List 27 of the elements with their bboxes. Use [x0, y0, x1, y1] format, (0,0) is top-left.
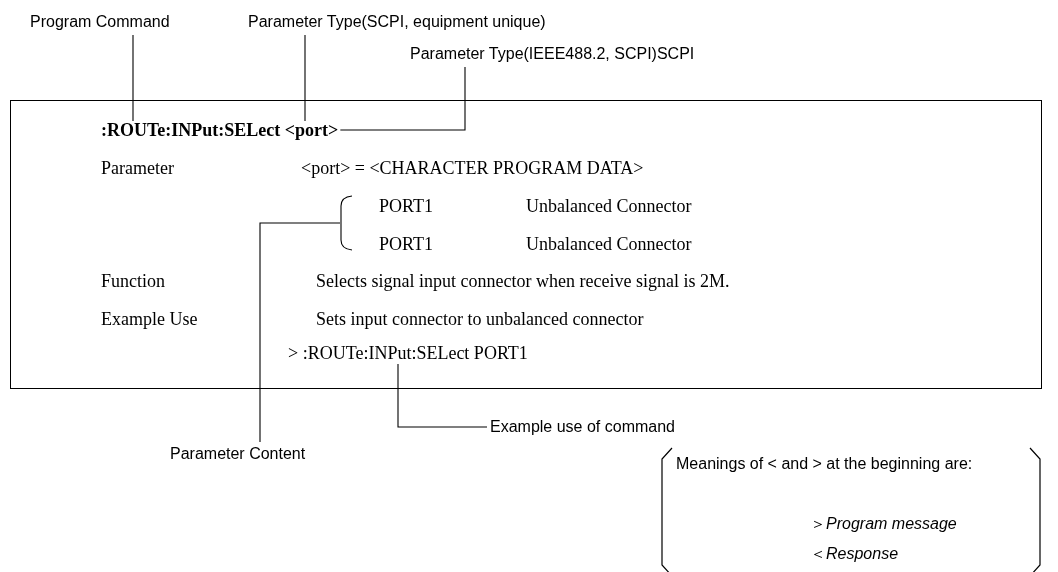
leader-line [304, 34, 306, 122]
description-text: Sets input connector to unbalanced connector [316, 308, 644, 330]
example-command: > :ROUTe:INPut:SELect PORT1 [288, 342, 528, 364]
parameter-value: <port> = <CHARACTER PROGRAM DATA> [301, 157, 644, 179]
row-heading: Parameter [101, 157, 174, 179]
note-box [660, 447, 1042, 572]
command-panel [10, 100, 1042, 389]
port-name: PORT1 [379, 195, 433, 217]
port-description: Unbalanced Connector [526, 233, 692, 255]
row-heading: Example Use [101, 308, 198, 330]
note-text: Meanings of < and > at the beginning are: [676, 454, 974, 474]
callout-label: Parameter Type(SCPI, equipment unique) [248, 12, 546, 32]
leader-line [132, 34, 134, 122]
row-heading: Function [101, 270, 165, 292]
callout-label: Parameter Content [170, 444, 306, 464]
note-item: ＞Program message [810, 514, 957, 534]
note-item: ＜Response [810, 544, 899, 564]
callout-label: Program Command [30, 12, 170, 32]
leader-line [259, 195, 353, 443]
command-heading: :ROUTe:INPut:SELect <port> [101, 119, 339, 141]
callout-label: Example use of command [490, 417, 675, 437]
callout-label: Parameter Type(IEEE488.2, SCPI)SCPI [410, 44, 695, 64]
leader-line [339, 66, 466, 131]
port-name: PORT1 [379, 233, 433, 255]
port-description: Unbalanced Connector [526, 195, 692, 217]
leader-line [397, 363, 488, 428]
description-text: Selects signal input connector when receive signal is 2M. [316, 270, 730, 292]
